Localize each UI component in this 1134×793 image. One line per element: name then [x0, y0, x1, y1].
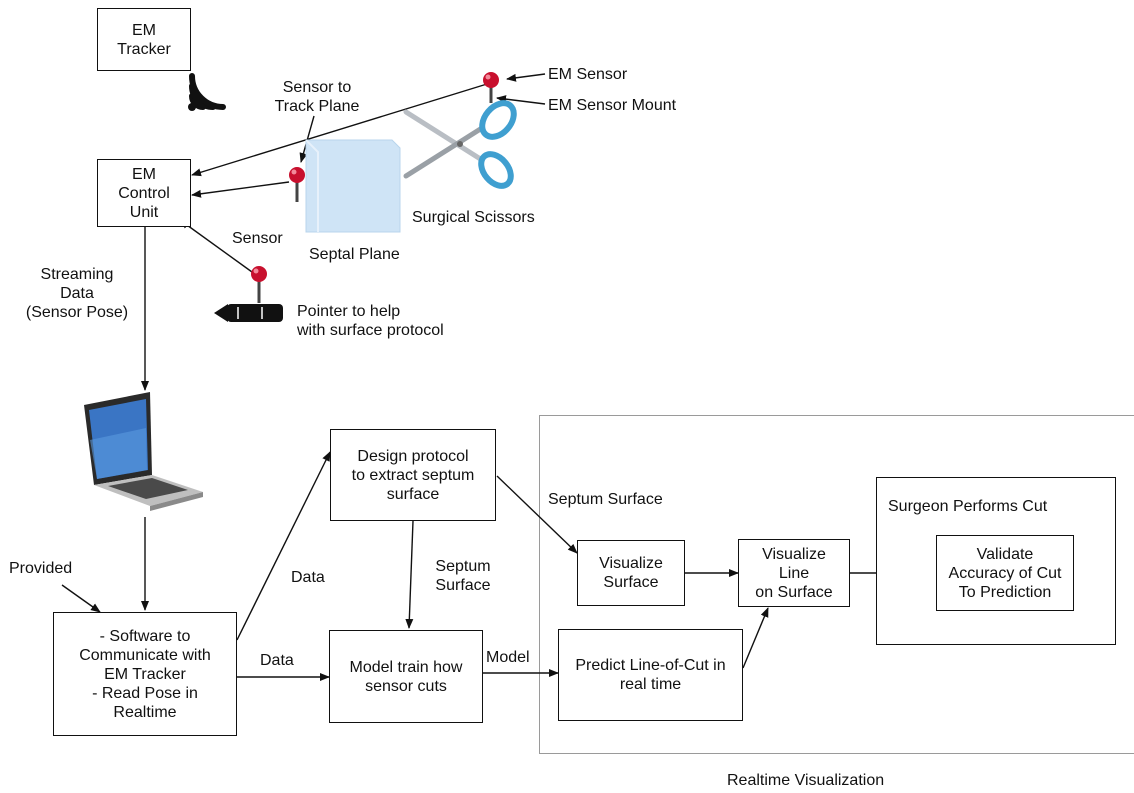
realtime-visualization-label: Realtime Visualization — [727, 772, 885, 789]
septal-plane-label: Septal Plane — [309, 246, 400, 263]
sensor-pin-icon — [483, 72, 499, 103]
surgical-scissors-label: Surgical Scissors — [412, 209, 535, 226]
arrow-track-plane-label — [299, 115, 315, 163]
sensor-pin-icon — [289, 167, 305, 202]
realtime-visualization-region — [539, 415, 1134, 754]
arrow-predict-to-line — [742, 607, 769, 669]
design-protocol-label: Design protocol to extract septum surfac… — [351, 447, 475, 503]
visualize-line-label: Visualize Line on Surface — [755, 545, 833, 601]
provided-label: Provided — [9, 560, 73, 577]
septum-surface-right-label: Septum Surface — [548, 491, 663, 508]
model-train-box: Model train how sensor cuts — [329, 630, 483, 723]
design-protocol-box: Design protocol to extract septum surfac… — [330, 429, 496, 521]
arrow-plane-sensor-to-control — [191, 181, 290, 198]
software-label: - Software to Communicate with EM Tracke… — [79, 627, 211, 721]
arrow-software-to-design — [236, 451, 331, 641]
em-control-unit-box: EM Control Unit — [97, 159, 191, 227]
predict-label: Predict Line-of-Cut in real time — [575, 657, 726, 693]
em-sensor-mount-label: EM Sensor Mount — [548, 97, 677, 114]
software-box: - Software to Communicate with EM Tracke… — [53, 612, 237, 736]
model-train-label: Model train how sensor cuts — [349, 658, 463, 695]
laptop-icon — [84, 392, 203, 511]
model-label: Model — [486, 649, 530, 666]
data-upper-label: Data — [291, 569, 325, 586]
surgeon-container-label: Surgeon Performs Cut — [888, 498, 1048, 515]
arrow-provided — [61, 584, 101, 613]
em-sensor-label: EM Sensor — [548, 66, 628, 83]
validate-box: Validate Accuracy of Cut To Prediction — [936, 535, 1074, 611]
visualize-surface-label: Visualize Surface — [599, 555, 663, 591]
septum-surface-down-label: Septum Surface — [435, 558, 491, 594]
arrow-em-sensor-label — [506, 73, 546, 82]
wireless-signal-icon — [188, 73, 226, 111]
arrow-em-sensor-mount-label — [496, 95, 546, 105]
streaming-data-label: Streaming Data (Sensor Pose) — [25, 266, 129, 321]
scissors-icon — [403, 100, 517, 189]
sensor-label: Sensor — [232, 230, 283, 247]
arrow-pointer-sensor-to-control — [179, 219, 253, 273]
data-lower-label: Data — [260, 652, 294, 669]
visualize-surface-box: Visualize Surface — [577, 540, 685, 606]
em-tracker-label: EM Tracker — [117, 21, 171, 58]
sensor-pin-icon — [251, 266, 267, 303]
validate-label: Validate Accuracy of Cut To Prediction — [948, 545, 1062, 601]
septal-plane-icon — [305, 139, 401, 233]
visualize-line-box: Visualize Line on Surface — [738, 539, 850, 607]
pointer-tool-icon — [214, 304, 283, 322]
arrow-scissor-sensor-to-control — [191, 83, 488, 177]
arrow-design-to-model — [405, 520, 414, 629]
em-tracker-box: EM Tracker — [97, 8, 191, 71]
arrow-design-to-visualize-surface — [496, 475, 578, 554]
sensor-to-track-plane-label: Sensor to Track Plane — [274, 79, 360, 115]
pointer-label: Pointer to help with surface protocol — [297, 303, 444, 339]
em-control-unit-label: EM Control Unit — [118, 165, 170, 221]
predict-box: Predict Line-of-Cut in real time — [558, 629, 743, 721]
